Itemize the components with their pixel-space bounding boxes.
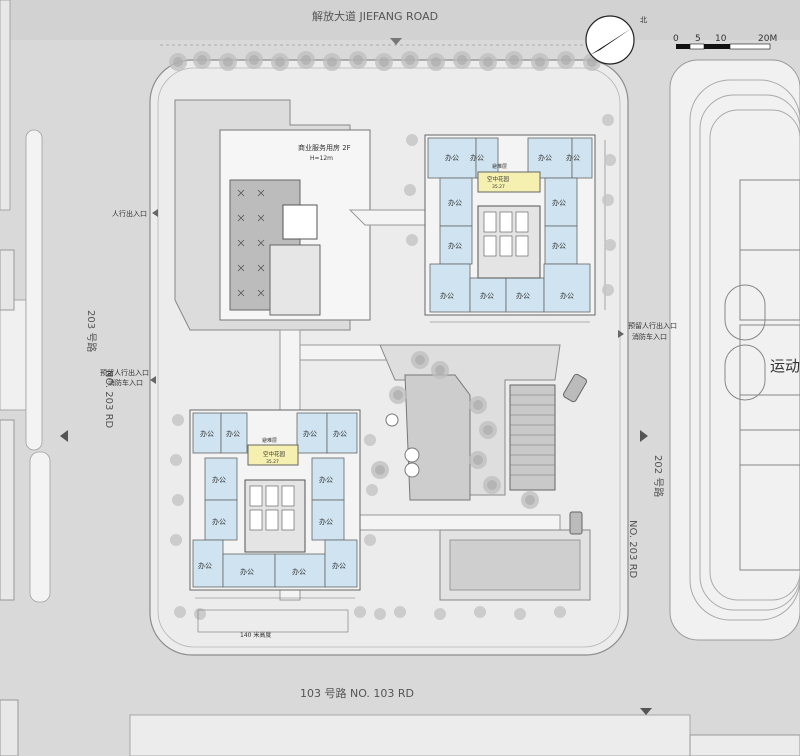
road-east-cn: 202 号路 — [652, 455, 665, 497]
north-label: 北 — [640, 16, 647, 24]
sw-office-7: 办公 — [319, 475, 333, 484]
sports-label: 运动 — [770, 357, 800, 375]
scale-bar: 0 5 10 20M — [673, 34, 777, 50]
tower-ne: 办公 办公 办公 办公 办公 办公 办公 办公 办公 办公 办公 办公 空中花园… — [424, 134, 606, 323]
entrance-west-secondary-1: 预留人行出入口 — [100, 368, 149, 377]
ne-office-12: 办公 — [560, 291, 574, 300]
sw-office-11: 办公 — [292, 567, 306, 576]
entrance-east-secondary-2: 消防车入口 — [632, 332, 667, 341]
ne-shelter-floor: 避难层 — [492, 163, 507, 170]
arrow-icon — [390, 38, 402, 45]
sw-office-3: 办公 — [303, 429, 317, 438]
arrow-icon — [60, 430, 68, 442]
ne-office-5: 办公 — [448, 198, 462, 207]
sw-office-4: 办公 — [333, 429, 347, 438]
ne-office-10: 办公 — [480, 291, 494, 300]
road-west-en: NO. 203 RD — [103, 370, 114, 429]
ne-office-9: 办公 — [440, 291, 454, 300]
sw-office-6: 办公 — [212, 517, 226, 526]
ne-office-1: 办公 — [445, 153, 459, 162]
arrow-icon — [150, 376, 156, 384]
sw-office-1: 办公 — [200, 429, 214, 438]
sw-shelter-floor: 避难层 — [262, 437, 277, 444]
scale-tick-2: 10 — [715, 34, 727, 44]
arrow-icon — [152, 209, 158, 217]
scale-tick-0: 0 — [673, 34, 679, 44]
road-north-label: 解放大道 JIEFANG ROAD — [312, 9, 438, 23]
tower-sw: 办公 办公 办公 办公 办公 办公 办公 办公 办公 办公 办公 办公 空中花园… — [189, 409, 361, 639]
sw-office-12: 办公 — [332, 561, 346, 570]
ramp-building — [439, 373, 591, 601]
sw-office-10: 办公 — [240, 567, 254, 576]
arrow-icon — [618, 330, 624, 338]
sw-office-8: 办公 — [319, 517, 333, 526]
ne-office-11: 办公 — [516, 291, 530, 300]
entrance-west-secondary-2: 消防车入口 — [108, 378, 143, 387]
arrow-icon — [640, 708, 652, 715]
ne-office-7: 办公 — [552, 198, 566, 207]
sw-office-5: 办公 — [212, 475, 226, 484]
ne-sky-garden-area: 35.27 — [492, 184, 505, 190]
entrance-pedestrian-west: 人行出入口 — [112, 209, 147, 218]
road-east-en: NO. 203 RD — [627, 520, 638, 579]
north-arrow-icon: 北 — [585, 15, 647, 65]
ne-office-4: 办公 — [566, 153, 580, 162]
commercial-title: 商业服务用房 2F — [298, 143, 351, 152]
sw-office-2: 办公 — [226, 429, 240, 438]
road-south-label: 103 号路 NO. 103 RD — [300, 687, 414, 700]
sw-office-9: 办公 — [198, 561, 212, 570]
sw-sky-garden: 空中花园 — [263, 450, 286, 458]
commercial-height: H=12m — [310, 155, 333, 162]
scale-tick-1: 5 — [695, 34, 701, 44]
ne-office-3: 办公 — [538, 153, 552, 162]
commercial-building: 商业服务用房 2F H=12m — [174, 99, 371, 331]
scale-tick-3: 20M — [758, 34, 777, 44]
sw-sky-garden-area: 35.27 — [266, 459, 279, 465]
road-west-cn: 203 号路 — [85, 310, 98, 352]
arrow-icon — [640, 430, 648, 442]
ne-office-6: 办公 — [448, 241, 462, 250]
height-note: 140 米高度 — [240, 631, 271, 639]
central-garden — [371, 344, 561, 509]
ne-office-8: 办公 — [552, 241, 566, 250]
entrance-east-secondary-1: 预留人行出入口 — [628, 321, 677, 330]
ne-sky-garden: 空中花园 — [487, 175, 510, 183]
ne-office-2: 办公 — [470, 153, 484, 162]
